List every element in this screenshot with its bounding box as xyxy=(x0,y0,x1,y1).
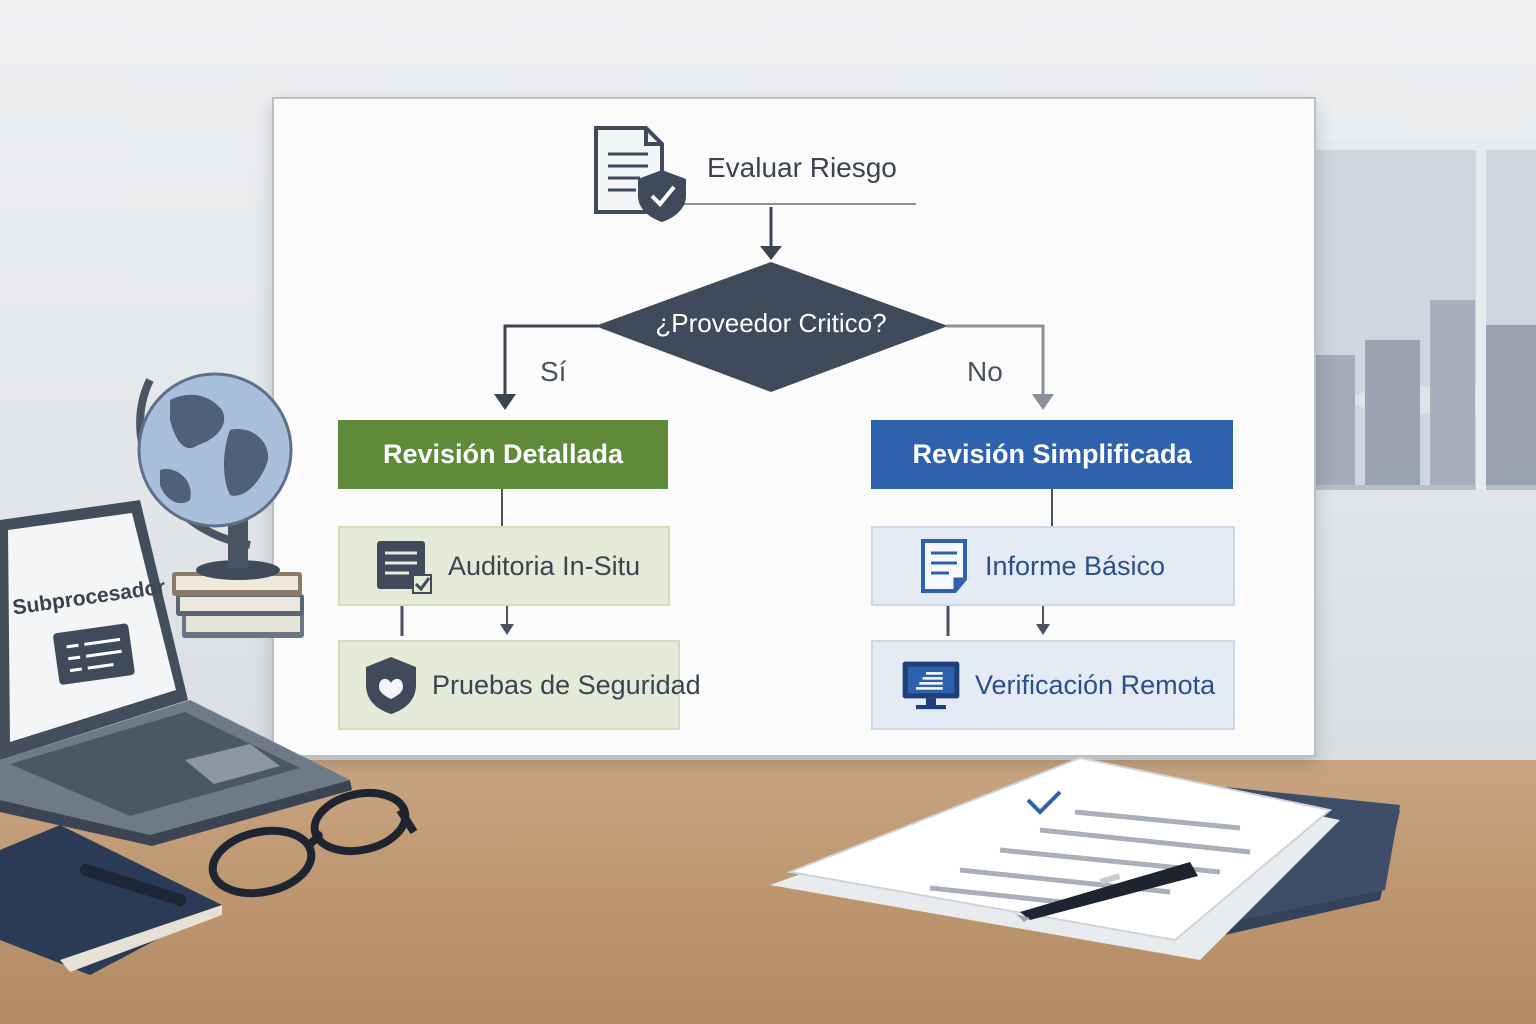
laptop xyxy=(0,500,352,846)
onsite-audit-step: Auditoria In-Situ xyxy=(338,526,670,606)
security-tests-label: Pruebas de Seguridad xyxy=(432,669,701,700)
checklist-icon xyxy=(374,536,434,596)
remote-verification-label: Verificación Remota xyxy=(975,669,1216,700)
book-stack xyxy=(172,572,304,638)
office-window xyxy=(1300,140,1536,490)
simplified-review-header: Revisión Simplificada xyxy=(871,420,1233,489)
basic-report-step: Informe Básico xyxy=(871,526,1235,606)
globe-icon xyxy=(136,372,293,580)
security-tests-step: Pruebas de Seguridad xyxy=(338,640,701,730)
branch-yes-label: Sí xyxy=(540,356,567,387)
id-card-icon xyxy=(53,623,135,685)
decision-diamond xyxy=(595,262,948,392)
detailed-review-label: Revisión Detallada xyxy=(382,439,624,469)
basic-report-label: Informe Básico xyxy=(985,550,1166,581)
document-folder xyxy=(770,756,1400,960)
document-shield-icon xyxy=(592,124,688,224)
start-node-label: Evaluar Riesgo xyxy=(707,152,897,183)
detailed-review-header: Revisión Detallada xyxy=(338,420,668,489)
branch-no-label: No xyxy=(967,356,1003,387)
onsite-audit-label: Auditoria In-Situ xyxy=(448,550,641,581)
report-icon xyxy=(917,536,977,596)
simplified-review-label: Revisión Simplificada xyxy=(912,439,1192,469)
pen xyxy=(1016,862,1198,922)
decision-label: ¿Proveedor Critico? xyxy=(655,308,887,338)
monitor-icon xyxy=(901,655,961,715)
shield-icon xyxy=(364,655,418,715)
remote-verification-step: Verificación Remota xyxy=(871,640,1235,730)
notebook xyxy=(0,825,222,975)
eyeglasses xyxy=(208,788,418,898)
